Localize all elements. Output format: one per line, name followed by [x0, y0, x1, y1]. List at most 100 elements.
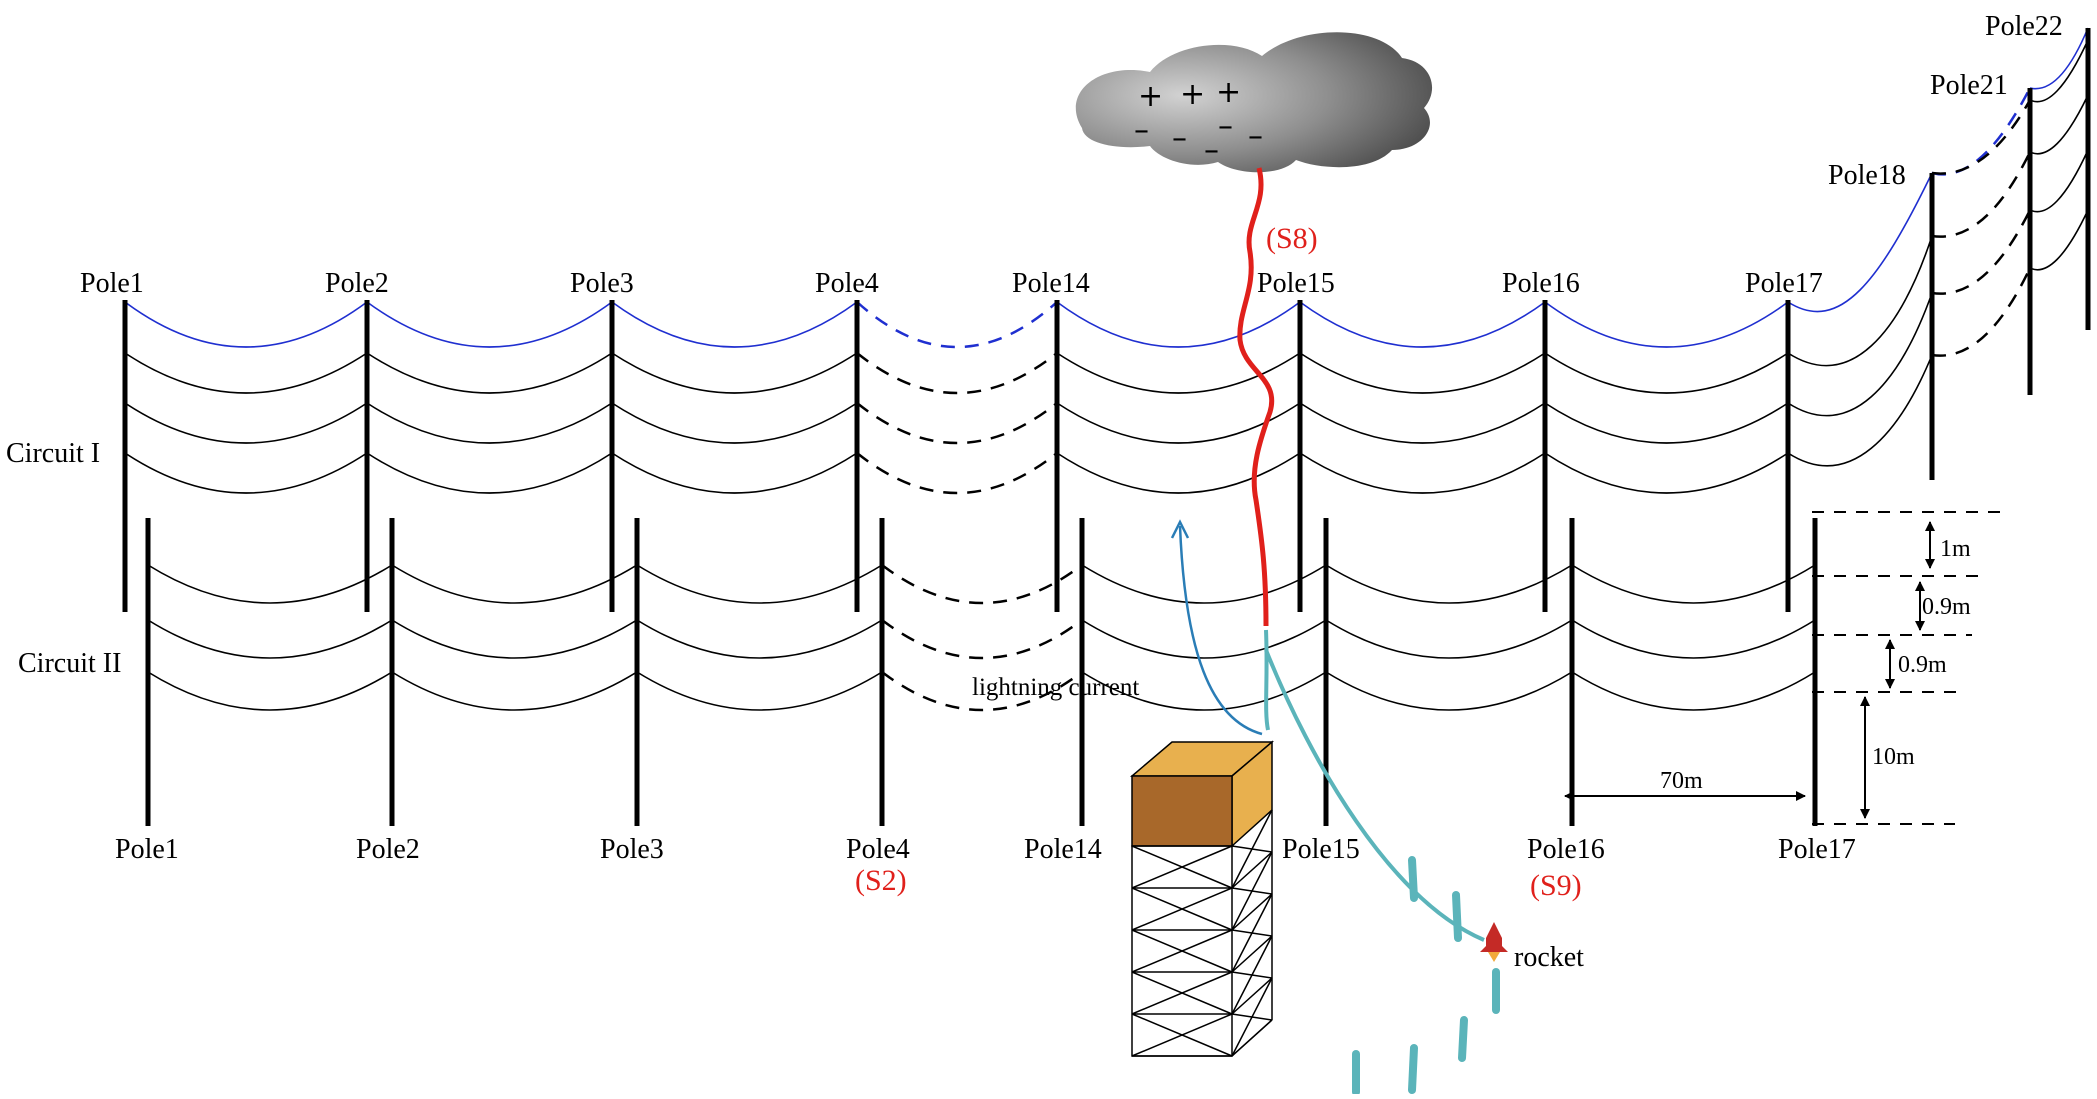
cloud-minus-sign: –	[1134, 113, 1149, 148]
circuit-one-wire	[2029, 39, 2089, 103]
circuit-one-wire	[2029, 149, 2089, 213]
circuit-two-wire	[881, 619, 1083, 660]
tower-side-brace	[1231, 935, 1273, 1015]
tower-side-brace	[1231, 977, 1273, 1057]
circuit-two-wire	[636, 564, 883, 604]
dim-label-10m: 10m	[1872, 744, 1915, 770]
tower-brace	[1131, 1013, 1233, 1057]
top-pole-label: Pole15	[1257, 268, 1335, 299]
tower-side-beam	[1231, 935, 1273, 973]
lightning-current-path	[1178, 525, 1263, 736]
circuit-one-wire	[1299, 352, 1546, 394]
cloud-shape	[1075, 32, 1433, 173]
rocket-label: rocket	[1514, 942, 1584, 973]
bottom-pole-label: Pole1	[115, 834, 179, 865]
circuit-one-wire	[856, 352, 1058, 395]
cloud-minus-sign: –	[1172, 121, 1187, 156]
tower-side-beam	[1231, 977, 1273, 1015]
shield-wire	[1056, 301, 1301, 348]
pole18-label: Pole18	[1828, 160, 1906, 191]
thundercloud: + + + – – – – –	[1075, 32, 1433, 173]
circuit-one-wire	[611, 452, 858, 494]
circuit-two-wire	[1081, 671, 1327, 711]
circuit-one-wire	[124, 402, 368, 444]
launch-tower	[1129, 740, 1275, 1057]
bottom-pole-label: Pole16	[1527, 834, 1605, 865]
tower-brace	[1131, 845, 1233, 889]
top-pole-label: Pole16	[1502, 268, 1580, 299]
circuit-two-wire	[636, 619, 883, 659]
circuit-two-wire	[1081, 564, 1327, 604]
shield-wire	[856, 301, 1058, 349]
station-s8-label: (S8)	[1266, 222, 1318, 255]
circuit-one-wire	[366, 452, 613, 494]
cloud-plus-sign: +	[1216, 75, 1241, 110]
circuit-one-wire	[1931, 151, 2032, 238]
circuit-one-label: Circuit I	[6, 438, 100, 469]
shield-wire	[1544, 301, 1789, 348]
station-s9-label: (S9)	[1530, 869, 1582, 902]
tower-side-brace	[1231, 851, 1273, 931]
trigger-wire-segments	[1352, 856, 1500, 1096]
circuit-two-wire	[1081, 619, 1327, 659]
tower-side-brace	[1231, 893, 1273, 973]
circuit-one-wire	[1544, 402, 1789, 444]
circuit-one-wire	[2029, 209, 2089, 271]
circuit-two-wire	[147, 619, 393, 659]
circuit-one-wire	[124, 452, 368, 494]
lightning-current-label: lightning current	[972, 674, 1139, 701]
triggering-wire	[1264, 649, 1485, 942]
tower-side-beam	[1231, 1019, 1273, 1057]
circuit-two-wire	[391, 671, 638, 711]
shield-wire	[1787, 172, 1933, 313]
circuit-one-wire	[366, 352, 613, 394]
circuit-one-wire	[1299, 452, 1546, 494]
bottom-pole-label: Pole14	[1024, 834, 1102, 865]
circuit-one-wire	[124, 352, 368, 394]
circuit-one-wire	[856, 402, 1058, 445]
circuit-one-wire	[1299, 402, 1546, 444]
circuit-one-wire	[1056, 452, 1301, 494]
top-pole-label: Pole14	[1012, 268, 1090, 299]
circuit-two-wire	[391, 564, 638, 604]
circuit-two-wire	[1571, 564, 1816, 604]
circuit-two-label: Circuit II	[18, 648, 121, 679]
shield-wire	[2029, 27, 2089, 90]
circuit-two-wire	[881, 671, 1083, 712]
circuit-two-wire	[1325, 671, 1573, 711]
circuit-one-wire	[1056, 352, 1301, 394]
cloud-minus-sign: –	[1218, 109, 1233, 144]
circuit-two-wire	[391, 619, 638, 659]
circuit-one-wire	[611, 352, 858, 394]
circuit-one-wire	[1544, 352, 1789, 394]
bottom-pole-label: Pole17	[1778, 834, 1856, 865]
circuit-one-wire	[1787, 292, 1933, 417]
top-pole-label: Pole2	[325, 268, 389, 299]
pole21-label: Pole21	[1930, 70, 2008, 101]
circuit-two-wire	[881, 564, 1083, 605]
conductor-wires	[124, 27, 2089, 712]
dimension-annotations	[1564, 511, 2000, 825]
top-pole-label: Pole17	[1745, 268, 1823, 299]
cloud-plus-sign: +	[1138, 79, 1163, 114]
tower-brace	[1131, 971, 1233, 1015]
pole22-label: Pole22	[1985, 11, 2063, 42]
dim-label-0.9m-b: 0.9m	[1898, 652, 1947, 678]
shield-wire	[1299, 301, 1546, 348]
tower-side-beam	[1231, 851, 1273, 889]
circuit-one-wire	[856, 452, 1058, 495]
shield-wire	[366, 301, 613, 348]
tower-lattice	[1131, 809, 1273, 1057]
tower-side-beam	[1231, 893, 1273, 931]
top-pole-label: Pole1	[80, 268, 144, 299]
lightning-current-arrowhead	[1170, 519, 1190, 539]
rocket-icon	[1480, 922, 1508, 962]
tower-brace	[1131, 887, 1233, 931]
circuit-two-wire	[147, 671, 393, 711]
top-pole-label: Pole4	[815, 268, 879, 299]
circuit-one-wire	[1931, 209, 2032, 295]
circuit-two-wire	[636, 671, 883, 711]
